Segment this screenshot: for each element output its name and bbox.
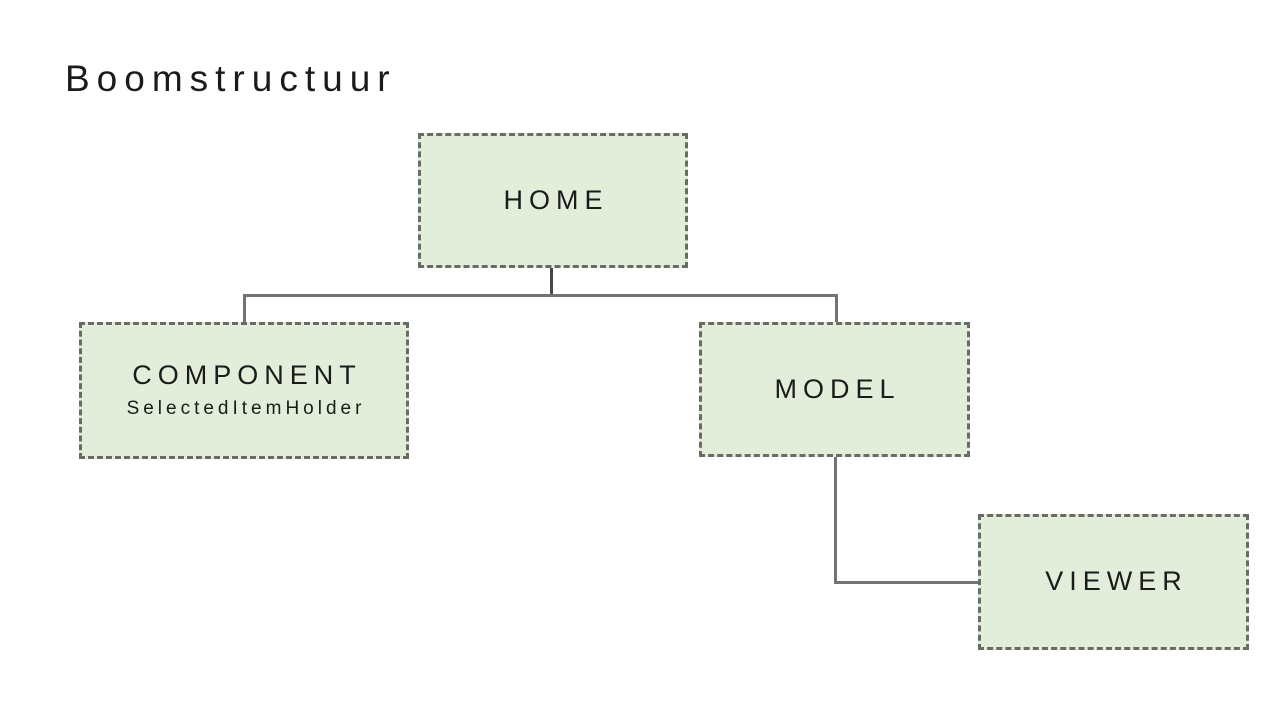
- node-viewer-label: VIEWER: [1045, 566, 1188, 597]
- connector-drop-component: [243, 294, 246, 323]
- node-model: MODEL: [699, 322, 970, 457]
- connector-home-children-horizontal: [243, 294, 838, 297]
- node-viewer: VIEWER: [978, 514, 1249, 650]
- node-component-label: COMPONENT: [132, 359, 362, 390]
- page-title: Boomstructuur: [65, 58, 397, 99]
- connector-drop-model: [835, 294, 838, 323]
- node-component: COMPONENT SelectedItemHolder: [79, 322, 409, 459]
- connector-model-viewer-horizontal: [834, 581, 979, 584]
- node-model-label: MODEL: [774, 373, 901, 404]
- node-home-label: HOME: [503, 184, 609, 215]
- node-home: HOME: [418, 133, 688, 268]
- connector-model-viewer-vertical: [834, 456, 837, 584]
- node-component-sublabel: SelectedItemHolder: [126, 398, 366, 420]
- connector-home-stub: [550, 268, 553, 296]
